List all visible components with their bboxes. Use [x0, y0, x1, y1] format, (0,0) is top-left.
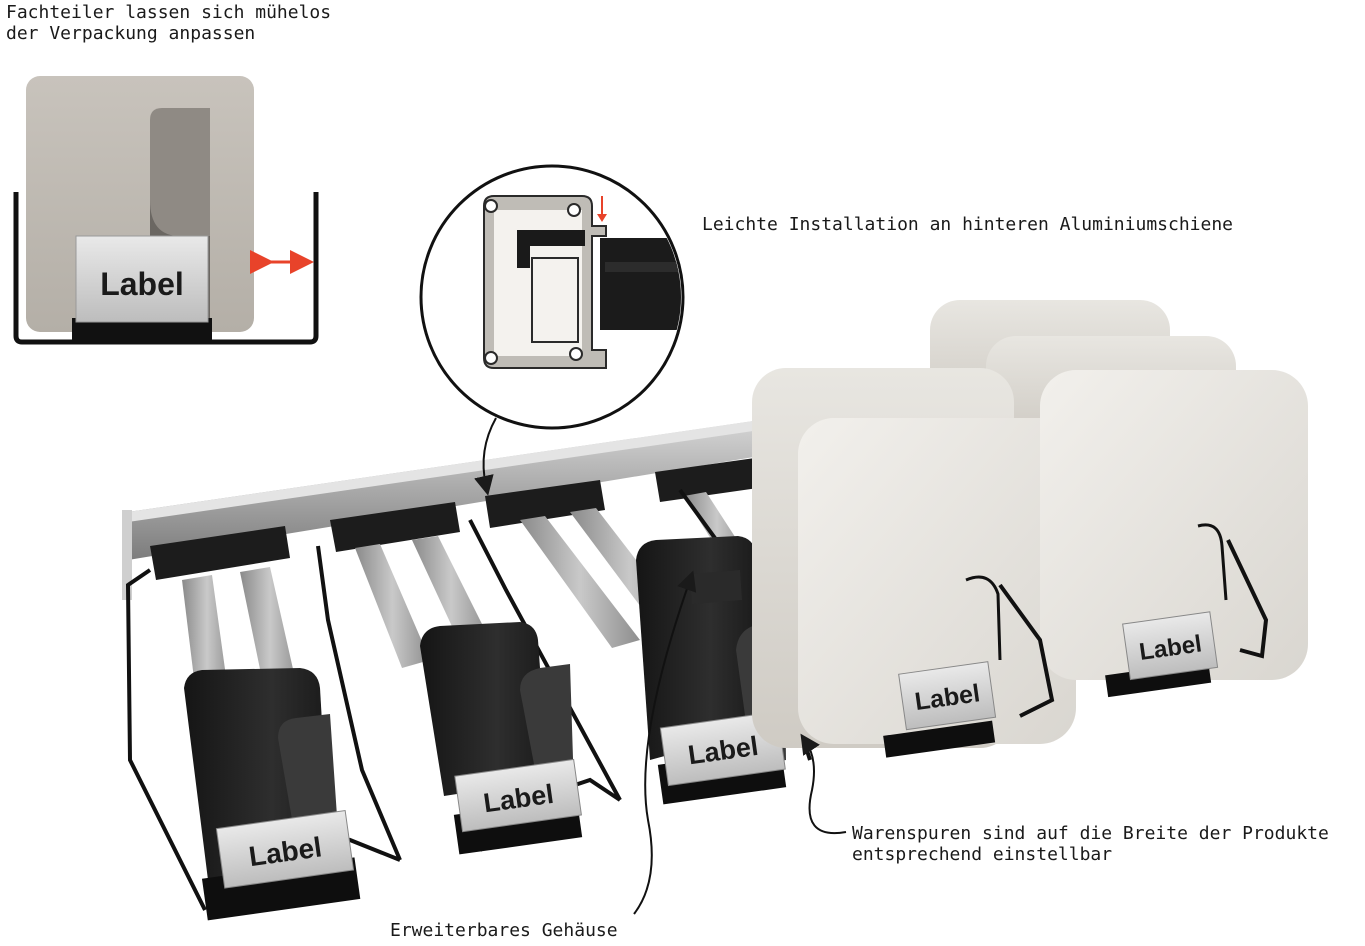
box-label-2: Label: [1105, 523, 1228, 698]
housing-leader-arrow: [633, 570, 697, 915]
box-label-1: Label: [883, 575, 1002, 758]
lanes-callout-line1: Warenspuren sind auf die Breite der Prod…: [852, 823, 1329, 844]
inset-label: Label: [100, 266, 184, 302]
divider-callout: Fachteiler lassen sich mühelos der Verpa…: [6, 2, 331, 44]
box-wires: [998, 539, 1269, 718]
divider-callout-line1: Fachteiler lassen sich mühelos: [6, 2, 332, 23]
pusher-2: Label: [420, 622, 583, 855]
housing-callout-text: Erweiterbares Gehäuse: [390, 920, 618, 941]
lanes-callout: Warenspuren sind auf die Breite der Prod…: [852, 823, 1329, 865]
divider-inset: Label: [13, 76, 319, 345]
rail-profile-inset: [419, 164, 685, 430]
lanes-callout-line2: entsprechend einstellbar: [852, 844, 1113, 865]
lanes-leader-arrow: [800, 733, 847, 835]
installation-callout-text: Leichte Installation an hinteren Alumini…: [702, 214, 1234, 235]
aluminum-rail: [122, 420, 760, 600]
installation-leader-arrow: [474, 417, 497, 496]
leader-lines: [474, 417, 847, 915]
installation-callout: Leichte Installation an hinteren Alumini…: [702, 214, 1233, 235]
product-boxes: [752, 300, 1308, 748]
divider-callout-line2: der Verpackung anpassen: [6, 23, 256, 44]
pusher-1: Label: [184, 668, 361, 921]
housing-callout: Erweiterbares Gehäuse: [390, 920, 618, 941]
